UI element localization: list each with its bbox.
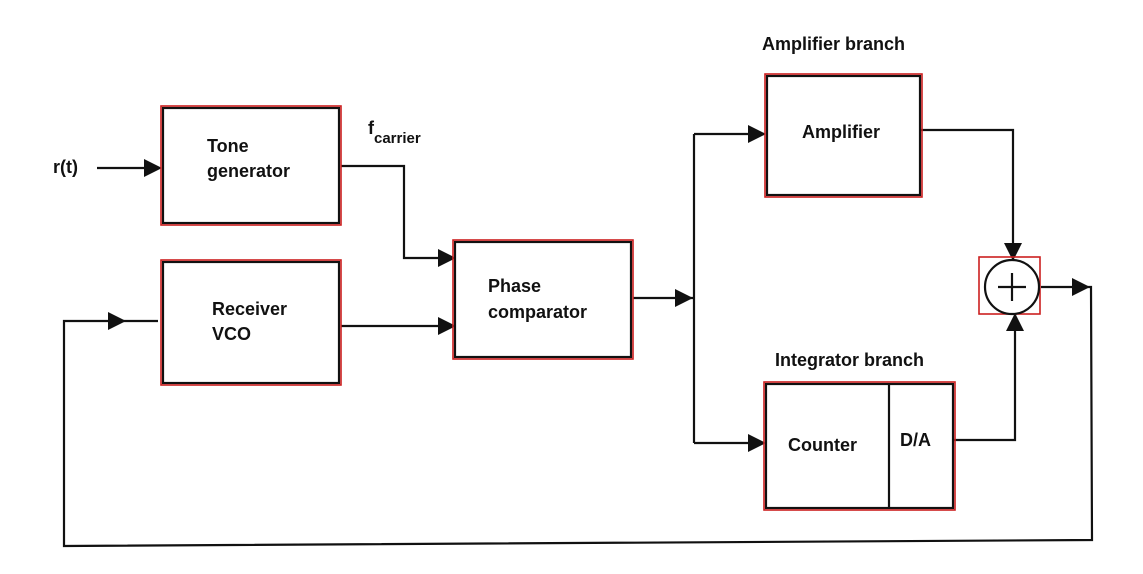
integrator-branch-title: Integrator branch [775, 350, 924, 370]
amplifier-block: Amplifier [764, 73, 923, 198]
counter-label: Counter [788, 435, 857, 455]
tone-generator-block: Tone generator [160, 105, 342, 226]
receiver-vco-label-2: VCO [212, 324, 251, 344]
amplifier-output-wire [921, 128, 1015, 256]
receiver-vco-label-1: Receiver [212, 299, 287, 319]
phase-comparator-label-2: comparator [488, 302, 587, 322]
arrowhead-fcarrier [438, 249, 456, 267]
arrowhead-vco-output [438, 317, 456, 335]
arrowhead-summer-bottom [1006, 313, 1024, 331]
fcarrier-main: f [368, 118, 375, 138]
arrowhead-counter-input [748, 434, 766, 452]
receiver-vco-block: Receiver VCO [160, 259, 342, 386]
arrowhead-summer-top [1004, 243, 1022, 261]
da-output-wire [953, 313, 1017, 442]
arrowhead-feedback [108, 312, 126, 330]
da-label: D/A [900, 430, 931, 450]
fcarrier-subscript: carrier [374, 130, 421, 147]
feedback-loop-wire [62, 285, 1094, 548]
amplifier-label: Amplifier [802, 122, 880, 142]
arrowhead-comparator-output [675, 289, 693, 307]
input-signal-label: r(t) [53, 157, 78, 177]
fcarrier-label: fcarrier [368, 118, 421, 147]
tone-generator-label-1: Tone [207, 136, 249, 156]
arrowhead-amplifier-input [748, 125, 766, 143]
phase-comparator-block: Phase comparator [452, 239, 634, 360]
fcarrier-wire [341, 164, 452, 260]
phase-comparator-label-1: Phase [488, 276, 541, 296]
tone-generator-label-2: generator [207, 161, 290, 181]
amplifier-branch-title: Amplifier branch [762, 34, 905, 54]
arrowhead-summer-output [1072, 278, 1090, 296]
summing-junction [978, 256, 1041, 316]
integrator-block: Counter D/A [763, 381, 956, 511]
arrowhead-input [144, 159, 162, 177]
